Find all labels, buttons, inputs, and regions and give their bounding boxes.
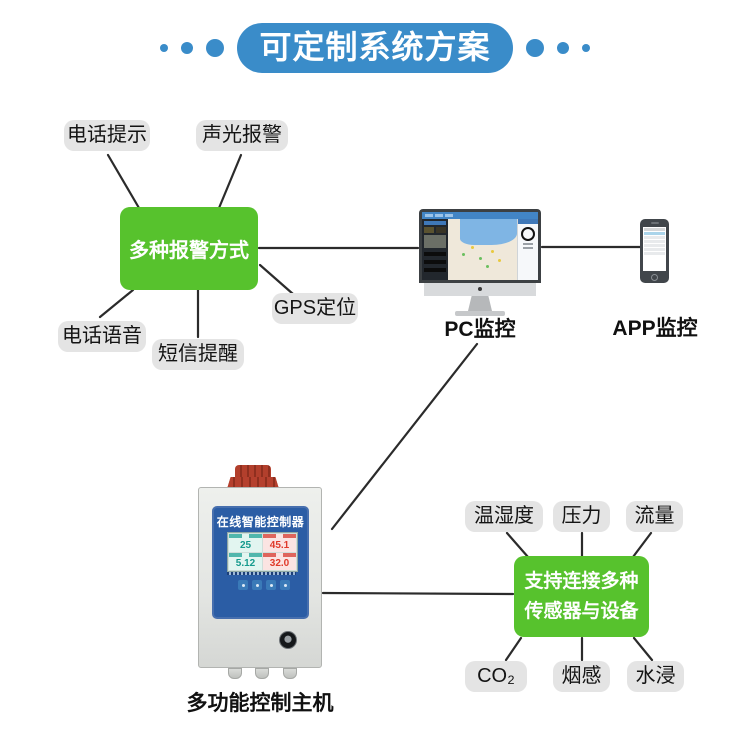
sensor-support-line1: 支持连接多种 xyxy=(524,571,639,593)
phone-screen xyxy=(643,227,666,271)
pill-co2: CO₂ xyxy=(465,661,527,692)
map-app-sidebar xyxy=(422,219,448,280)
pc-monitor-screen xyxy=(422,212,538,280)
controller-panel-title: 在线智能控制器 xyxy=(216,515,305,529)
app-phone xyxy=(640,219,669,283)
camera-thumbnail xyxy=(424,235,446,248)
cable-gland-icon xyxy=(283,668,297,679)
decor-dot-icon xyxy=(206,39,225,57)
page-header: 可定制系统方案 xyxy=(0,22,750,74)
pc-monitor xyxy=(419,209,541,283)
map-gauge-panel xyxy=(517,219,538,280)
pill-smoke: 烟感 xyxy=(553,661,610,692)
decor-dot-icon xyxy=(181,42,194,54)
controller-panel: 在线智能控制器 25 45.1 5.12 32.0 xyxy=(212,506,309,619)
controller-label: 多功能控制主机 xyxy=(186,692,334,715)
pill-sms-reminder: 短信提醒 xyxy=(152,339,244,370)
pill-pressure: 压力 xyxy=(553,501,610,532)
phone-home-button-icon xyxy=(651,274,658,281)
reading-value: 32.0 xyxy=(269,558,290,569)
sensor-support-box: 支持连接多种 传感器与设备 xyxy=(514,556,649,637)
alarm-beacon-icon xyxy=(235,465,271,478)
decor-dot-icon xyxy=(160,44,169,52)
alarm-beacon-base xyxy=(227,477,279,489)
pill-gps-location: GPS定位 xyxy=(272,293,358,324)
decor-dot-icon xyxy=(556,42,569,54)
sensor-support-line2: 传感器与设备 xyxy=(524,600,639,622)
alarm-methods-box: 多种报警方式 xyxy=(120,207,258,290)
pill-phone-prompt: 电话提示 xyxy=(64,120,150,151)
pill-sound-light-alarm: 声光报警 xyxy=(196,120,288,151)
app-monitor-label: APP监控 xyxy=(612,317,698,340)
pc-monitor-chin xyxy=(424,283,536,296)
decor-dot-icon xyxy=(581,44,590,52)
map-app-topbar xyxy=(422,212,538,219)
screen-vent-strip xyxy=(227,572,296,575)
pc-monitor-stand xyxy=(468,296,492,311)
gauge-ring-icon xyxy=(521,227,535,241)
pill-water-leak: 水浸 xyxy=(627,661,684,692)
map-view xyxy=(448,219,517,280)
map-water-area xyxy=(460,219,517,245)
reading-value: 5.12 xyxy=(235,558,256,569)
pill-phone-voice: 电话语音 xyxy=(58,321,146,352)
camera-dot-icon xyxy=(478,287,482,291)
phone-speaker-icon xyxy=(650,222,659,224)
pill-temp-humidity: 温湿度 xyxy=(465,501,543,532)
controller-knob-icon xyxy=(279,631,297,649)
controller-buttons xyxy=(238,580,290,590)
page-title: 可定制系统方案 xyxy=(237,23,513,73)
reading-value: 25 xyxy=(239,539,252,551)
pc-monitor-label: PC监控 xyxy=(444,318,516,341)
pill-flow: 流量 xyxy=(626,501,683,532)
reading-value: 45.1 xyxy=(269,539,290,551)
pc-monitor-base xyxy=(455,311,505,316)
controller-screen: 25 45.1 5.12 32.0 xyxy=(227,532,298,572)
cable-gland-icon xyxy=(228,668,242,679)
controller-device: 在线智能控制器 25 45.1 5.12 32.0 xyxy=(198,487,322,679)
decor-dot-icon xyxy=(525,39,544,57)
cable-gland-icon xyxy=(255,668,269,679)
